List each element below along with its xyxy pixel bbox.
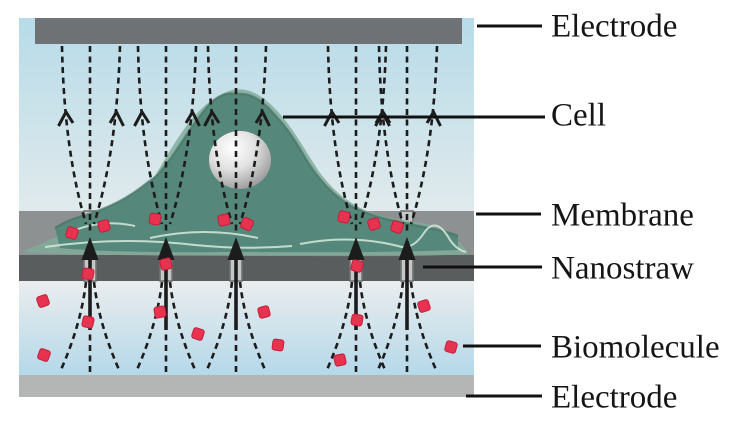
top-electrode-bar (35, 18, 462, 44)
biomolecule-dot (350, 313, 364, 327)
biomolecule-dot (80, 314, 96, 330)
label-nanostraw: Nanostraw (551, 250, 694, 287)
biomolecule-dot (332, 352, 348, 368)
biomolecule-dot (443, 339, 459, 355)
label-cell: Cell (551, 97, 606, 134)
cell-nucleus (209, 131, 271, 189)
label-biomolecule: Biomolecule (551, 329, 720, 366)
biomolecule-dot (96, 218, 112, 234)
biomolecule-dot (349, 258, 365, 274)
biomolecule-dot (271, 338, 285, 352)
label-membrane: Membrane (551, 197, 694, 234)
label-electrode-top: Electrode (551, 8, 678, 45)
biomolecule-dot (81, 267, 95, 281)
cell-membrane-streak (149, 231, 259, 239)
biomolecule-dot (336, 209, 352, 225)
biomolecule-dot (148, 212, 162, 226)
cell-membrane-fold (299, 224, 467, 253)
label-electrode-bottom: Electrode (551, 379, 678, 416)
biomolecule-dot (158, 256, 174, 272)
biomolecule-dot (216, 212, 232, 228)
biomolecule-dot (256, 304, 272, 320)
cell-membrane-streak (44, 239, 293, 249)
bottom-electrode-bar (19, 375, 474, 397)
biomolecule-dot (153, 305, 167, 319)
